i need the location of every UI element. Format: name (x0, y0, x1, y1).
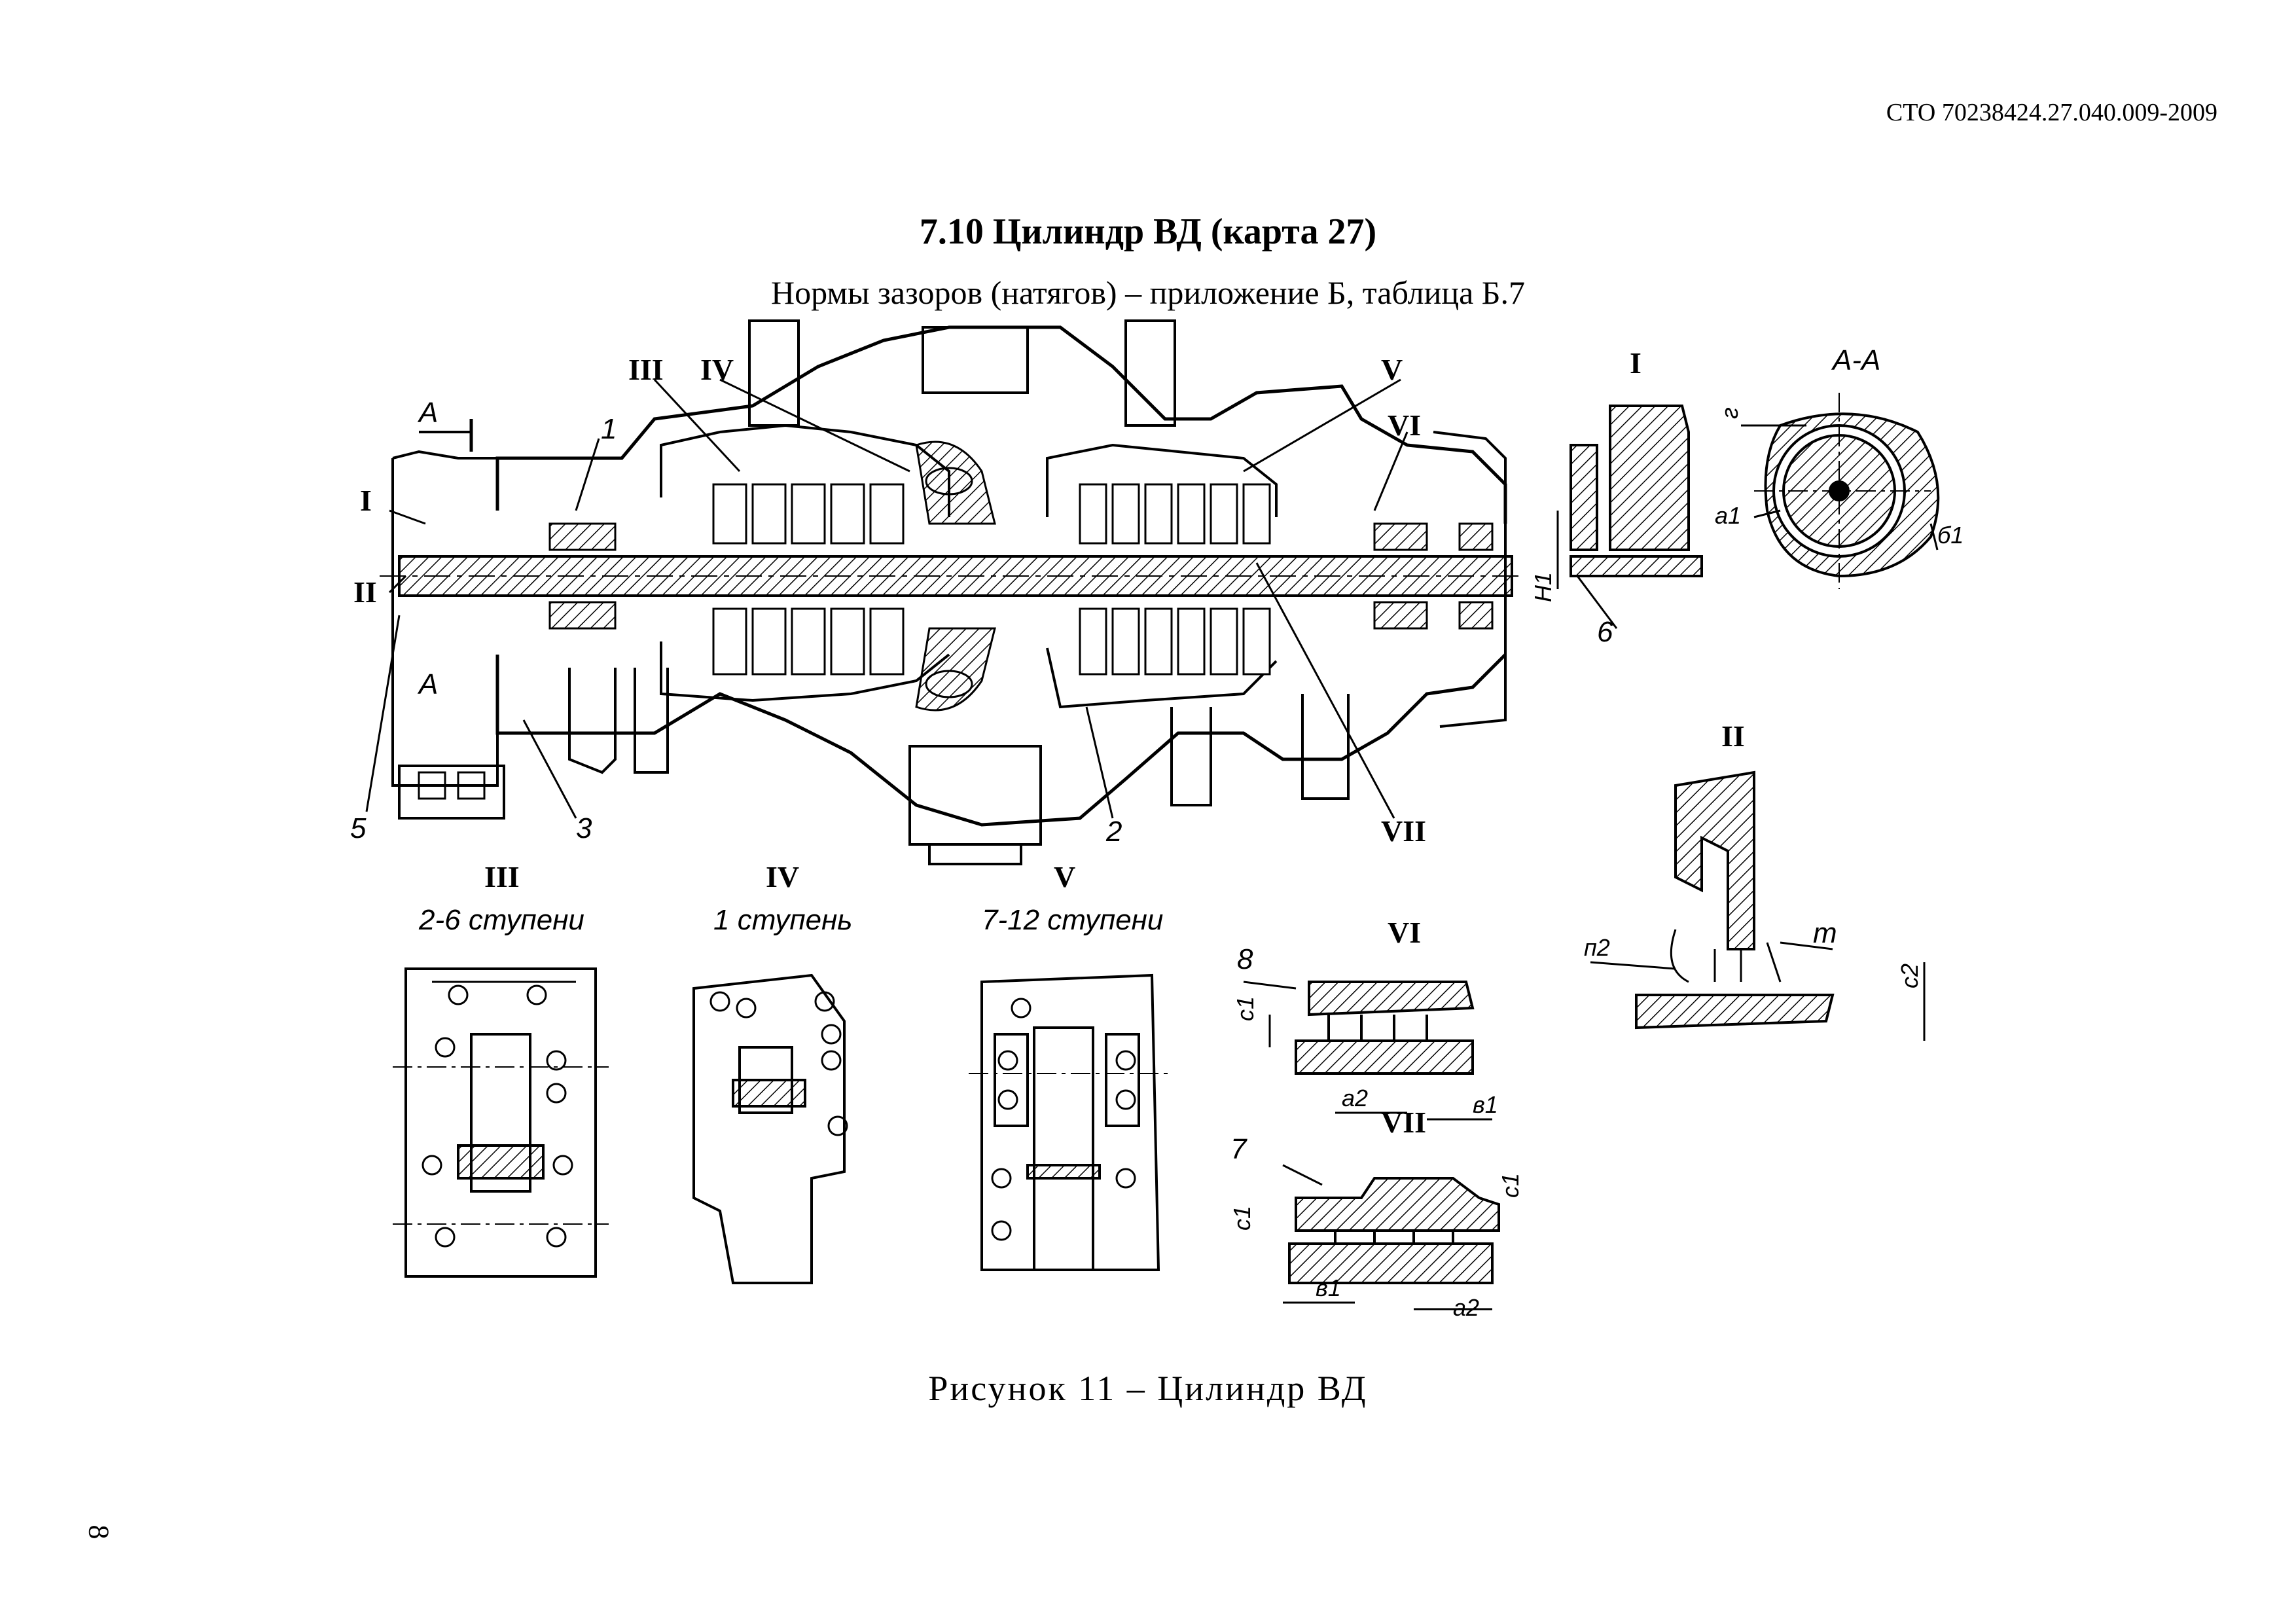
detail-IV-title: IV (766, 860, 799, 893)
callout-VI: VI (1388, 408, 1421, 442)
detail-AA-label-a1: а1 (1715, 502, 1741, 529)
detail-II-label-n2: п2 (1584, 934, 1610, 961)
detail-III-subtitle: 2-6 ступени (418, 904, 584, 936)
detail-VII-title: VII (1381, 1106, 1426, 1139)
callout-I: I (360, 484, 372, 517)
detail-VI-label-v1: в1 (1473, 1091, 1498, 1118)
detail-I-label-h1: Н1 (1530, 572, 1556, 602)
detail-AA-title: А-А (1831, 344, 1880, 376)
detail-V (969, 973, 1172, 1271)
callout-VII: VII (1381, 814, 1426, 848)
detail-VII-label-c1-right: с1 (1497, 1173, 1524, 1198)
callout-1: 1 (601, 413, 617, 445)
section-mark-a-bottom: А (417, 668, 438, 700)
callout-V: V (1381, 353, 1403, 386)
callout-3: 3 (576, 812, 592, 844)
detail-AA-label-g: г (1716, 407, 1743, 419)
callout-III: III (628, 353, 664, 386)
figure-caption: Рисунок 11 – Цилиндр ВД (928, 1369, 1368, 1408)
detail-VII-label-c1-left: с1 (1229, 1206, 1255, 1231)
main-section-labels: А А I II III IV V VI VII 1 2 3 5 (350, 353, 1426, 848)
detail-I-title: I (1630, 346, 1641, 380)
detail-II (1590, 770, 1926, 1041)
callout-IV: IV (700, 353, 734, 386)
detail-VI-label-8: 8 (1237, 943, 1253, 975)
detail-III-title: III (484, 860, 520, 893)
detail-II-label-c2: с2 (1896, 964, 1923, 988)
detail-VII (1282, 1164, 1500, 1310)
detail-IV (692, 973, 848, 1284)
callout-2: 2 (1105, 816, 1122, 848)
detail-V-title: V (1054, 860, 1075, 893)
detail-IV-subtitle: 1 ступень (713, 904, 852, 936)
detail-VII-label-v1: в1 (1316, 1274, 1341, 1301)
section-title: 7.10 Цилиндр ВД (карта 27) (919, 211, 1377, 252)
detail-AA-label-b1: б1 (1937, 522, 1964, 549)
detail-VI-label-a2: а2 (1342, 1085, 1368, 1111)
detail-II-title: II (1721, 719, 1745, 753)
detail-III (393, 967, 609, 1278)
document-code: СТО 70238424.27.040.009-2009 (1886, 99, 2217, 126)
detail-VI-title: VI (1388, 916, 1421, 949)
detail-VI (1243, 981, 1492, 1121)
detail-II-label-t: т (1813, 917, 1837, 949)
detail-VII-label-7: 7 (1230, 1133, 1247, 1165)
callout-5: 5 (350, 812, 367, 844)
section-mark-a-top: А (417, 397, 438, 429)
detail-I (1556, 405, 1703, 629)
detail-V-subtitle: 7-12 ступени (982, 904, 1163, 936)
main-section-view (365, 319, 1525, 865)
detail-AA (1741, 393, 1940, 589)
detail-I-label-6: 6 (1597, 616, 1613, 648)
detail-VI-label-c1: с1 (1232, 996, 1259, 1021)
callout-II: II (353, 575, 377, 609)
detail-VII-label-a2: а2 (1453, 1294, 1479, 1321)
page-number: 8 (82, 1525, 115, 1540)
section-subtitle: Нормы зазоров (натягов) – приложение Б, … (770, 274, 1526, 311)
